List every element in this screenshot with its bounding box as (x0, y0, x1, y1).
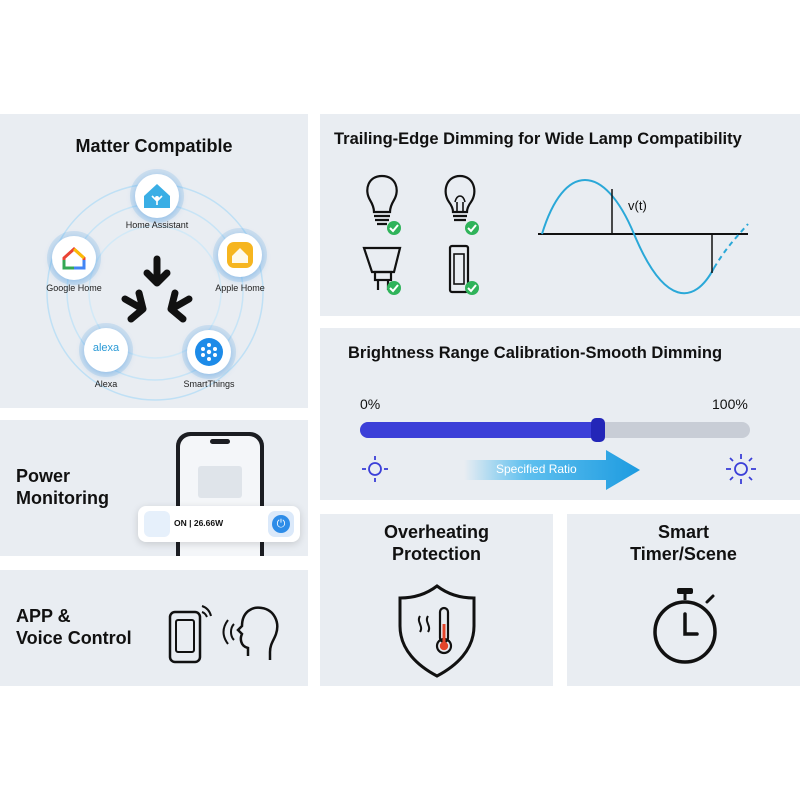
dimming-panel: Trailing-Edge Dimming for Wide Lamp Comp… (320, 114, 800, 316)
timer-panel: Smart Timer/Scene (567, 514, 800, 686)
brightness-panel: Brightness Range Calibration-Smooth Dimm… (320, 328, 800, 500)
brightness-slider-fill (360, 422, 598, 438)
driver-module-icon (448, 244, 479, 295)
wave-label: v(t) (628, 198, 647, 213)
matter-title: Matter Compatible (75, 136, 233, 156)
apple-home-label: Apple Home (215, 283, 265, 293)
voice-panel: APP & Voice Control (0, 570, 308, 686)
timer-title-line2: Timer/Scene (630, 544, 737, 564)
power-reading: ON | 26.66W (174, 518, 224, 528)
phone-signal-icon (168, 605, 212, 664)
google-home-icon (52, 236, 96, 280)
incandescent-bulb-icon (444, 174, 479, 235)
home-assistant-icon (135, 174, 179, 218)
sun-bright-icon (726, 454, 756, 484)
alexa-icon: alexa (84, 328, 128, 372)
power-title-line1: Power (16, 466, 71, 486)
brightness-min-label: 0% (360, 396, 381, 412)
stopwatch-icon (653, 588, 717, 664)
overheat-title-line2: Protection (391, 544, 481, 564)
voice-head-icon (222, 606, 279, 660)
specified-ratio-arrow-icon (464, 450, 640, 490)
matter-logo-icon (121, 255, 193, 323)
specified-ratio-label: Specified Ratio (496, 462, 577, 476)
home-assistant-label: Home Assistant (125, 220, 189, 230)
gu10-spot-icon (362, 246, 402, 295)
alexa-badge-text: alexa (92, 342, 120, 354)
power-panel: Power Monitoring ON | 26.66W ⏻ (0, 420, 308, 556)
power-title-line2: Monitoring (16, 488, 109, 508)
dimming-title: Trailing-Edge Dimming for Wide Lamp Comp… (334, 130, 742, 148)
brightness-max-label: 100% (712, 396, 748, 412)
voice-title-line2: Voice Control (16, 628, 132, 648)
smartthings-label: SmartThings (183, 379, 235, 389)
brightness-slider-thumb[interactable] (590, 418, 605, 442)
power-reading-card[interactable]: ON | 26.66W ⏻ (138, 506, 300, 542)
sun-dim-icon (362, 456, 388, 482)
power-icon: ⏻ (272, 515, 290, 533)
thermal-shield-icon (398, 584, 476, 678)
brightness-slider-track[interactable] (360, 418, 750, 442)
apple-home-icon (218, 233, 262, 277)
voice-title-line1: APP & (16, 606, 71, 626)
smartthings-icon (187, 330, 231, 374)
overheat-title-line1: Overheating (383, 522, 490, 542)
plug-icon (144, 511, 170, 537)
power-toggle-button[interactable]: ⏻ (268, 511, 294, 537)
trailing-edge-waveform (538, 179, 749, 295)
overheat-panel: Overheating Protection (320, 514, 553, 686)
led-bulb-icon (366, 174, 401, 235)
timer-title-line1: Smart (657, 522, 710, 542)
brightness-title: Brightness Range Calibration-Smooth Dimm… (348, 344, 723, 362)
matter-panel: Matter Compatible Home Assistant Google … (0, 114, 308, 408)
alexa-label: Alexa (94, 379, 118, 389)
google-home-label: Google Home (46, 283, 102, 293)
